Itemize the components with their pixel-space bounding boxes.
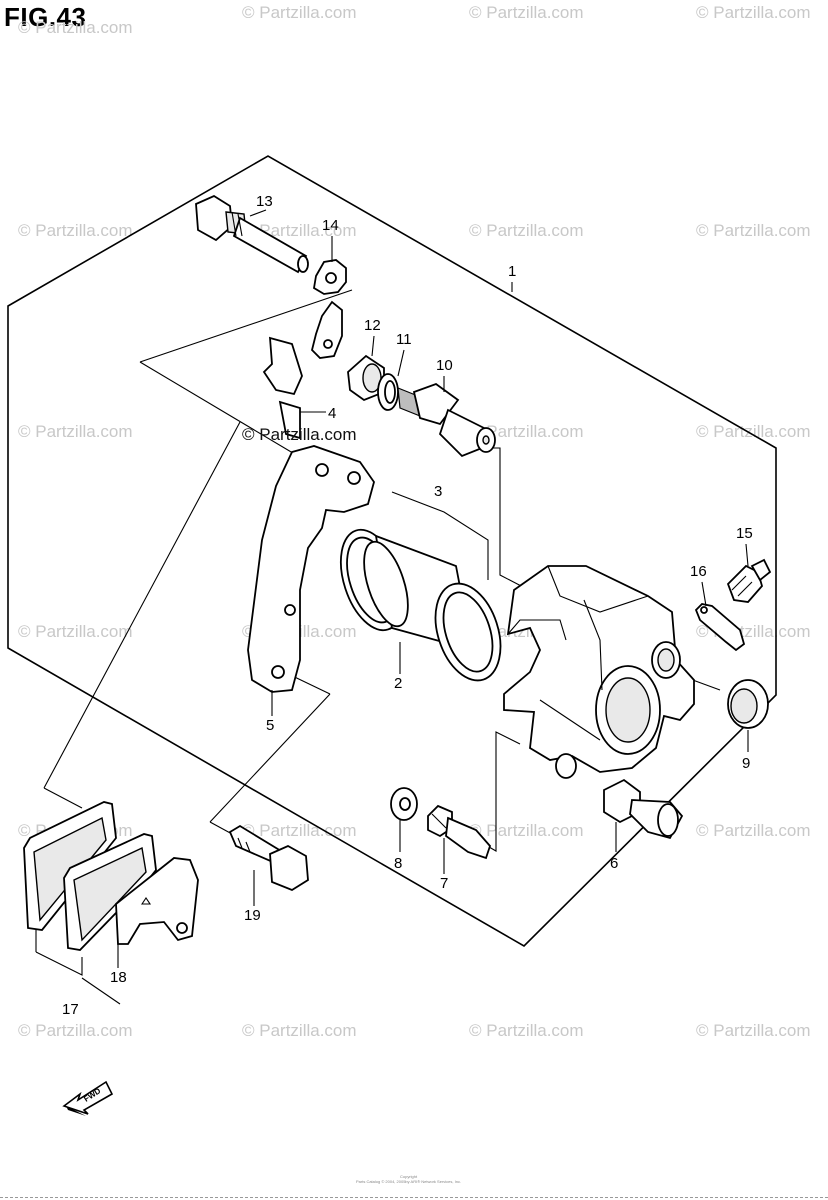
watermark: © Partzilla.com bbox=[18, 221, 133, 240]
callout-9: 9 bbox=[742, 755, 750, 772]
part-11-ring bbox=[377, 373, 399, 411]
callout-17: 17 bbox=[62, 1001, 79, 1018]
callout-19: 19 bbox=[244, 907, 261, 924]
part-15-bleeder-valve bbox=[726, 558, 772, 603]
watermark: © Partzilla.com bbox=[242, 1021, 357, 1040]
watermark: © Partzilla.com bbox=[18, 1021, 133, 1040]
bottom-divider bbox=[0, 1197, 828, 1198]
part-6-sleeve-bolt bbox=[603, 778, 684, 840]
callout-4: 4 bbox=[328, 405, 336, 422]
part-13-pin-bolt bbox=[195, 194, 309, 274]
part-19-bracket-bolt bbox=[228, 824, 309, 892]
watermark: © Partzilla.com bbox=[696, 1021, 811, 1040]
part-2-piston bbox=[363, 534, 502, 682]
watermark: © Partzilla.com bbox=[18, 622, 133, 641]
part-10-slide-pin bbox=[397, 382, 496, 458]
callout-11: 11 bbox=[396, 331, 412, 348]
callout-5: 5 bbox=[266, 717, 274, 734]
part-8-washer bbox=[390, 787, 418, 821]
callout-7: 7 bbox=[440, 875, 448, 892]
callout-3: 3 bbox=[434, 483, 442, 500]
watermark: © Partzilla.com bbox=[469, 221, 584, 240]
part-14-lock-plate bbox=[311, 259, 347, 359]
callout-labels: 1 2 3 4 5 6 7 8 9 10 11 12 13 14 15 16 1… bbox=[62, 193, 753, 1018]
callout-18: 18 bbox=[110, 969, 127, 986]
watermark: © Partzilla.com bbox=[469, 821, 584, 840]
callout-16: 16 bbox=[690, 563, 707, 580]
part-12-boot bbox=[347, 354, 385, 402]
footer-copyright: Copyright bbox=[400, 1174, 418, 1179]
part-18-pad-shim bbox=[115, 857, 199, 945]
callout-13: 13 bbox=[256, 193, 273, 210]
watermark: © Partzilla.com bbox=[18, 18, 133, 37]
watermark: © Partzilla.com bbox=[242, 3, 357, 22]
watermark: © Partzilla.com bbox=[469, 3, 584, 22]
watermark-overlay: © Partzilla.com bbox=[242, 425, 357, 444]
part-17-brake-pads bbox=[23, 801, 157, 951]
watermark: © Partzilla.com bbox=[18, 422, 133, 441]
watermark: © Partzilla.com bbox=[469, 1021, 584, 1040]
part-5-caliper-bracket bbox=[247, 445, 375, 693]
callout-14: 14 bbox=[322, 217, 339, 234]
part-7-union-bolt bbox=[427, 804, 492, 860]
watermark: © Partzilla.com bbox=[696, 3, 811, 22]
callout-8: 8 bbox=[394, 855, 402, 872]
fwd-arrow-icon: FWD bbox=[62, 1080, 114, 1116]
part-4-pad-spring bbox=[262, 336, 303, 440]
watermark: © Partzilla.com bbox=[696, 821, 811, 840]
watermark: © Partzilla.com bbox=[242, 821, 357, 840]
callout-2: 2 bbox=[394, 675, 402, 692]
watermark: © Partzilla.com bbox=[696, 422, 811, 441]
callout-6: 6 bbox=[610, 855, 618, 872]
part-1-caliper-body bbox=[503, 565, 695, 779]
callout-1: 1 bbox=[508, 263, 516, 280]
callout-12: 12 bbox=[364, 317, 381, 334]
callout-10: 10 bbox=[436, 357, 453, 374]
watermark: © Partzilla.com bbox=[469, 422, 584, 441]
footer-catalog: Parts Catalog © 2004, 2005by ARI® Networ… bbox=[356, 1179, 461, 1184]
assembly-outline bbox=[7, 155, 777, 947]
figure-title: FIG.43 bbox=[4, 2, 87, 32]
part-9-cap bbox=[727, 679, 769, 729]
callout-leaders bbox=[117, 209, 749, 968]
watermark: © Partzilla.com bbox=[696, 221, 811, 240]
callout-15: 15 bbox=[736, 525, 753, 542]
